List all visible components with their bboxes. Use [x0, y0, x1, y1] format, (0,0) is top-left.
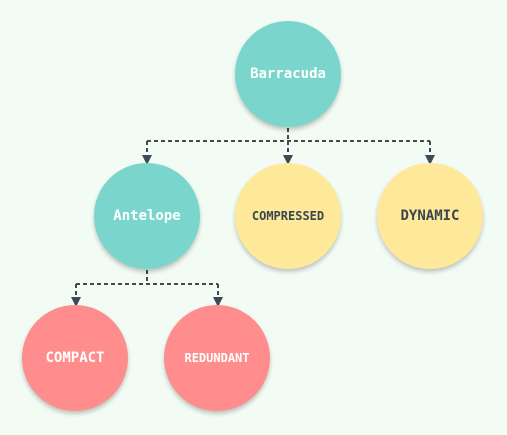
node-compact-label: COMPACT: [45, 350, 105, 366]
node-compressed-label: COMPRESSED: [251, 209, 325, 223]
node-antelope-label: Antelope: [113, 208, 181, 224]
node-barracuda-label: Barracuda: [250, 66, 326, 82]
node-dynamic: DYNAMIC: [377, 163, 483, 269]
node-antelope: Antelope: [94, 163, 200, 269]
node-compact: COMPACT: [22, 305, 128, 411]
node-dynamic-label: DYNAMIC: [400, 208, 460, 224]
node-barracuda: Barracuda: [235, 21, 341, 127]
node-compressed: COMPRESSED: [235, 163, 341, 269]
node-redundant: REDUNDANT: [164, 305, 270, 411]
node-redundant-label: REDUNDANT: [184, 351, 250, 365]
